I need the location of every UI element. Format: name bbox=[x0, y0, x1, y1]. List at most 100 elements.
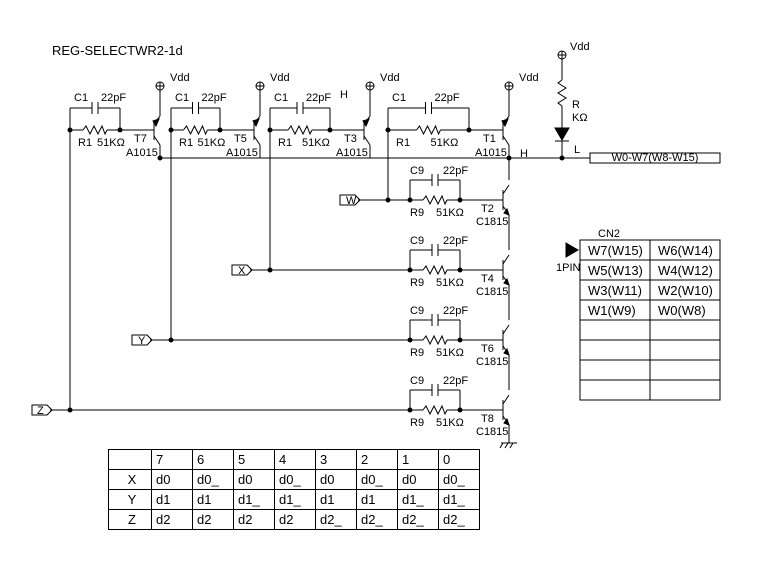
cap-ref: C1 bbox=[74, 92, 88, 104]
connector-pin-cell bbox=[579, 359, 651, 381]
cap-value: 22pF bbox=[101, 92, 126, 104]
connector-pin-cell bbox=[649, 339, 721, 361]
input-port-x: X bbox=[231, 264, 253, 277]
column-header: 1 bbox=[397, 449, 439, 470]
res-value: 51KΩ bbox=[431, 137, 459, 149]
resistor bbox=[422, 194, 448, 206]
vdd-label: Vdd bbox=[270, 72, 290, 84]
cap-value: 22pF bbox=[435, 92, 460, 104]
high-label-t3: H bbox=[340, 89, 348, 101]
output-bus: W0-W7(W8-W15) bbox=[589, 152, 721, 164]
table-cell: d1 bbox=[315, 489, 357, 510]
column-header: 4 bbox=[274, 449, 316, 470]
table-cell: d1 bbox=[151, 489, 193, 510]
transistor-ref: T1 bbox=[483, 133, 496, 145]
transistor-part: A1015 bbox=[475, 147, 507, 159]
cap-ref: C1 bbox=[274, 92, 288, 104]
input-port-y: Y bbox=[131, 334, 153, 347]
res-value: 51KΩ bbox=[302, 137, 330, 149]
input-port-w: W bbox=[339, 194, 361, 207]
vdd-label: Vdd bbox=[380, 72, 400, 84]
schematic-title: REG-SELECTWR2-1d bbox=[52, 43, 183, 58]
transistor-part: C1815 bbox=[476, 216, 508, 228]
pullup-value: KΩ bbox=[572, 112, 588, 124]
connector-pin-cell bbox=[579, 319, 651, 341]
table-cell: d1_ bbox=[438, 489, 480, 510]
table-cell: d2_ bbox=[397, 509, 439, 530]
wiring bbox=[50, 130, 590, 449]
cap-value: 22pF bbox=[443, 305, 468, 317]
cap-ref: C1 bbox=[392, 92, 406, 104]
connector-pin-cell bbox=[649, 319, 721, 341]
connector-pin-label: W5(W13) bbox=[588, 263, 643, 278]
row-label: Z bbox=[108, 509, 152, 530]
table-cell: d2 bbox=[233, 509, 275, 530]
cap-value: 22pF bbox=[443, 375, 468, 387]
input-label-x: X bbox=[238, 265, 246, 277]
cap-ref: C9 bbox=[410, 375, 424, 387]
pin1-arrow-icon bbox=[565, 242, 579, 258]
pin1-label: 1PIN bbox=[556, 262, 581, 274]
transistor-part: C1815 bbox=[476, 426, 508, 438]
resistor bbox=[287, 124, 313, 136]
res-ref: R1 bbox=[396, 137, 410, 149]
input-port-z: Z bbox=[31, 404, 53, 417]
connector-ref: CN2 bbox=[598, 228, 620, 240]
table-cell: d1 bbox=[192, 489, 234, 510]
transistor-ref: T6 bbox=[481, 343, 494, 355]
transistor-part: C1815 bbox=[476, 286, 508, 298]
table-cell: d1_ bbox=[233, 489, 275, 510]
res-value: 51KΩ bbox=[436, 417, 464, 429]
table-cell: d0_ bbox=[356, 469, 398, 490]
cap-ref: C1 bbox=[175, 92, 189, 104]
row-label: X bbox=[108, 469, 152, 490]
transistor-ref: T7 bbox=[134, 133, 147, 145]
res-ref: R9 bbox=[410, 277, 424, 289]
input-label-w: W bbox=[346, 195, 357, 207]
input-label-y: Y bbox=[138, 335, 146, 347]
pullup-ref: R bbox=[572, 99, 580, 111]
table-cell: d0_ bbox=[438, 469, 480, 490]
cap-value: 22pF bbox=[306, 92, 331, 104]
transistor-part: A1015 bbox=[226, 147, 258, 159]
table-cell: d2_ bbox=[315, 509, 357, 530]
column-header: 7 bbox=[151, 449, 193, 470]
pullup-resistor bbox=[557, 79, 567, 107]
table-cell: d1_ bbox=[397, 489, 439, 510]
table-cell: d0 bbox=[233, 469, 275, 490]
res-ref: R9 bbox=[410, 347, 424, 359]
high-label-bus: H bbox=[520, 148, 528, 160]
connector-pin-label: W6(W14) bbox=[658, 243, 713, 258]
transistor-ref: T3 bbox=[344, 133, 357, 145]
table-cell: d0_ bbox=[274, 469, 316, 490]
table-cell: d0 bbox=[397, 469, 439, 490]
input-label-z: Z bbox=[37, 405, 44, 417]
connector-pin-label: W1(W9) bbox=[588, 303, 636, 318]
connector-pin-label: W3(W11) bbox=[588, 283, 642, 298]
resistor bbox=[422, 404, 448, 416]
column-header: 2 bbox=[356, 449, 398, 470]
emitter-arrow-icon bbox=[503, 417, 510, 426]
column-header: 6 bbox=[192, 449, 234, 470]
emitter-arrow-icon bbox=[362, 118, 370, 128]
table-cell: d2 bbox=[192, 509, 234, 530]
res-ref: R1 bbox=[78, 137, 92, 149]
transistor-ref: T8 bbox=[481, 413, 494, 425]
emitter-arrow-icon bbox=[503, 277, 510, 286]
emitter-arrow-icon bbox=[252, 118, 260, 128]
column-header: 0 bbox=[438, 449, 480, 470]
connector-pin-cell bbox=[649, 359, 721, 381]
res-value: 51KΩ bbox=[436, 347, 464, 359]
